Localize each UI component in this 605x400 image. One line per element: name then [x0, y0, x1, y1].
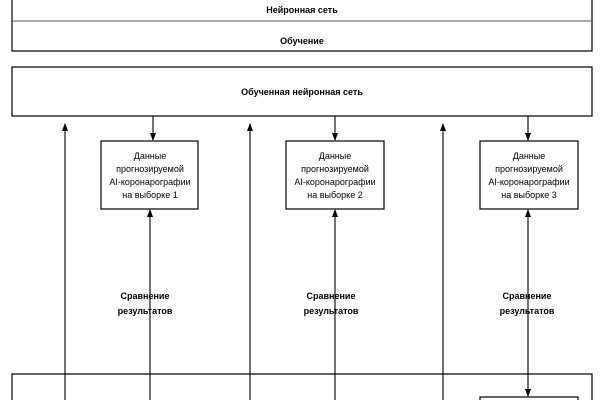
- sample-text: прогнозируемой: [116, 164, 184, 174]
- sample-text: на выборке 3: [501, 190, 556, 200]
- neural-network-block: [11, 0, 593, 52]
- trained-network-block: [11, 66, 593, 117]
- bottom-block: [11, 373, 593, 400]
- sample-text: AI-коронарографии: [109, 177, 190, 187]
- sample-box-3: Данные прогнозируемой AI-коронарографии …: [479, 140, 579, 210]
- trained-network-label: Обученная нейронная сеть: [241, 87, 363, 97]
- comparison-label-1: результатов: [118, 306, 173, 316]
- neural-network-title: Нейронная сеть: [266, 5, 338, 15]
- sample-box-2: Данные прогнозируемой AI-коронарографии …: [285, 140, 385, 210]
- comparison-label-2: результатов: [304, 306, 359, 316]
- sample-text: AI-коронарографии: [488, 177, 569, 187]
- sample-box-1: Данные прогнозируемой AI-коронарографии …: [100, 140, 199, 210]
- bottom-sample-box: [479, 396, 579, 400]
- sample-text: прогнозируемой: [301, 164, 369, 174]
- sample-text: AI-коронарографии: [294, 177, 375, 187]
- comparison-label-3: результатов: [500, 306, 555, 316]
- sample-text: на выборке 1: [122, 190, 177, 200]
- comparison-label-1: Сравнение: [121, 291, 170, 301]
- training-label: Обучение: [280, 36, 324, 46]
- sample-text: на выборке 2: [307, 190, 362, 200]
- sample-text: Данные: [319, 151, 352, 161]
- sample-text: прогнозируемой: [495, 164, 563, 174]
- comparison-label-2: Сравнение: [307, 291, 356, 301]
- comparison-label-3: Сравнение: [503, 291, 552, 301]
- sample-text: Данные: [513, 151, 546, 161]
- sample-text: Данные: [134, 151, 167, 161]
